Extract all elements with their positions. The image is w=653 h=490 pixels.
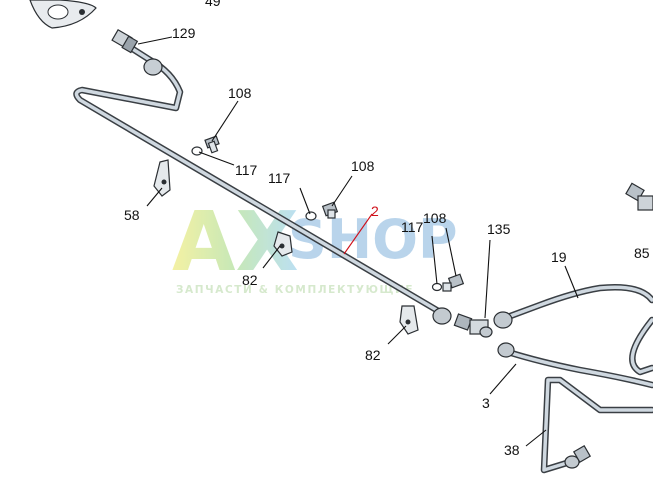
callout-135: 135 [487, 221, 511, 237]
callout-108-upper: 108 [228, 85, 252, 101]
callout-58: 58 [124, 207, 140, 223]
bolt-part-108-middle [305, 201, 339, 221]
callout-108-right: 108 [423, 210, 447, 226]
callout-3: 3 [482, 395, 490, 411]
callout-82-upper: 82 [242, 272, 258, 288]
bolt-part-108-upper [191, 135, 220, 156]
bracket-part-82-upper [273, 231, 293, 257]
housing-part-49 [29, 0, 97, 29]
callout-19: 19 [551, 249, 567, 265]
watermark-tagline: ЗАПЧАСТИ & КОМПЛЕКТУЮЩИЕ [176, 284, 414, 296]
callout-labels: 49 129 108 117 58 117 108 2 117 108 135 … [124, 0, 650, 458]
callout-117-right: 117 [401, 219, 424, 235]
pipe-part-19 [501, 284, 653, 376]
tee-fitting-part-135 [432, 307, 515, 358]
callout-38: 38 [504, 442, 520, 458]
pipe-part-38 [540, 376, 653, 474]
callout-2: 2 [371, 203, 379, 219]
pipe-part-3 [504, 348, 653, 389]
fitting-end-part-38 [564, 444, 592, 469]
callout-117-middle: 117 [268, 170, 291, 186]
fitting-part-129 [111, 28, 163, 76]
bolt-part-108-right [431, 273, 465, 292]
callout-117-upper: 117 [235, 162, 258, 178]
bracket-part-58 [153, 159, 171, 197]
callout-85: 85 [634, 245, 650, 261]
fitting-part-85 [625, 182, 653, 211]
callout-108-middle: 108 [351, 158, 375, 174]
watermark: AX SHOP ЗАПЧАСТИ & КОМПЛЕКТУЮЩИЕ [172, 195, 458, 296]
callout-129: 129 [172, 25, 196, 41]
callout-82-lower: 82 [365, 347, 381, 363]
callout-49: 49 [205, 0, 221, 9]
leader-lines [137, 36, 579, 447]
